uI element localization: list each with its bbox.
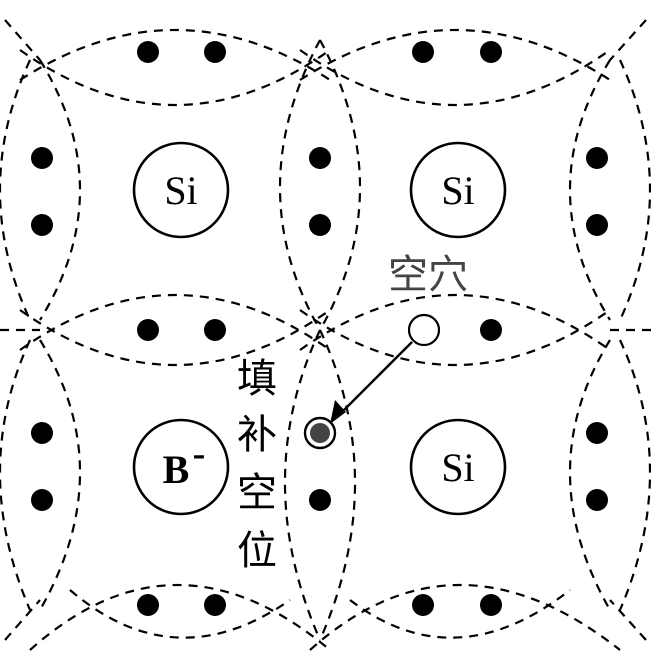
hole-circle — [407, 313, 441, 347]
atom-label: Si — [164, 168, 197, 213]
atom-charge: - — [193, 433, 206, 475]
corner-dash-bottom-left — [4, 599, 41, 641]
corner-dash-top-right — [609, 19, 647, 61]
electrons — [31, 41, 608, 616]
bond-lens-center-top-right — [319, 39, 362, 331]
electron — [309, 489, 331, 511]
electron-transfer-arrow — [330, 341, 413, 424]
atom-bottom-left: B - — [132, 418, 230, 516]
atom-label-boron: B — [163, 447, 190, 492]
bond-lens-center-top-left — [278, 39, 321, 331]
bond-lens-mid-right-upper — [299, 294, 611, 351]
electron — [480, 594, 502, 616]
bond-lens-top-left-upper — [19, 29, 331, 81]
fill-vacancy-char: 位 — [237, 528, 277, 574]
atom-top-right: Si — [409, 141, 507, 239]
bond-lens-center-bottom-right — [318, 329, 357, 641]
bond-boundaries — [0, 19, 651, 651]
corner-dash-top-left — [4, 19, 41, 61]
corner-dash-bottom-right — [609, 599, 647, 641]
fill-vacancy-char: 补 — [237, 412, 277, 458]
bond-lens-bottom-left-lower — [69, 589, 291, 639]
electron — [31, 422, 53, 444]
electron — [480, 41, 502, 63]
electron — [480, 319, 502, 341]
bond-lens-bottom-right-lower — [349, 589, 571, 639]
bond-lens-bottom-left-upper — [29, 583, 331, 651]
bond-lens-left-bottom-inner — [39, 339, 82, 611]
electron — [204, 41, 226, 63]
bond-lens-right-top-outer — [619, 59, 651, 321]
atom-label: Si — [441, 168, 474, 213]
electron — [412, 594, 434, 616]
bond-lens-top-right-lower — [299, 49, 611, 106]
bond-lens-left-bottom-outer — [0, 339, 32, 611]
electron — [586, 489, 608, 511]
electron — [309, 147, 331, 169]
fill-vacancy-label: 填 补 空 位 — [237, 356, 277, 574]
fill-vacancy-char: 空 — [237, 470, 277, 516]
bond-lens-right-bottom-outer — [618, 339, 651, 611]
filled-vacancy-electron — [303, 416, 337, 450]
electron — [586, 147, 608, 169]
bond-lens-right-top-inner — [568, 59, 611, 321]
electron — [137, 41, 159, 63]
electron — [137, 319, 159, 341]
electron — [31, 214, 53, 236]
electron — [309, 214, 331, 236]
electron — [31, 489, 53, 511]
bond-lens-left-top-inner — [39, 59, 82, 321]
bond-lens-left-top-outer — [0, 59, 31, 321]
bond-lens-top-left-lower — [19, 49, 331, 106]
electron — [204, 319, 226, 341]
bond-lens-bottom-right-upper — [309, 583, 621, 651]
atom-label: Si — [441, 445, 474, 490]
electron — [412, 41, 434, 63]
electron — [204, 594, 226, 616]
electron — [31, 147, 53, 169]
hole-label: 空穴 — [388, 252, 468, 298]
bond-lens-mid-left-upper — [19, 294, 331, 351]
bond-lens-center-bottom-left — [283, 329, 322, 641]
bond-lens-top-right-upper — [299, 29, 611, 81]
bond-lens-mid-right-lower — [299, 309, 611, 366]
fill-vacancy-char: 填 — [237, 356, 277, 402]
bond-lens-right-bottom-inner — [568, 339, 611, 611]
bond-lens-mid-left-lower — [19, 309, 331, 366]
electron — [137, 594, 159, 616]
electron — [586, 422, 608, 444]
atom-bottom-right: Si — [409, 418, 507, 516]
atom-top-left: Si — [132, 141, 230, 239]
electron — [586, 214, 608, 236]
